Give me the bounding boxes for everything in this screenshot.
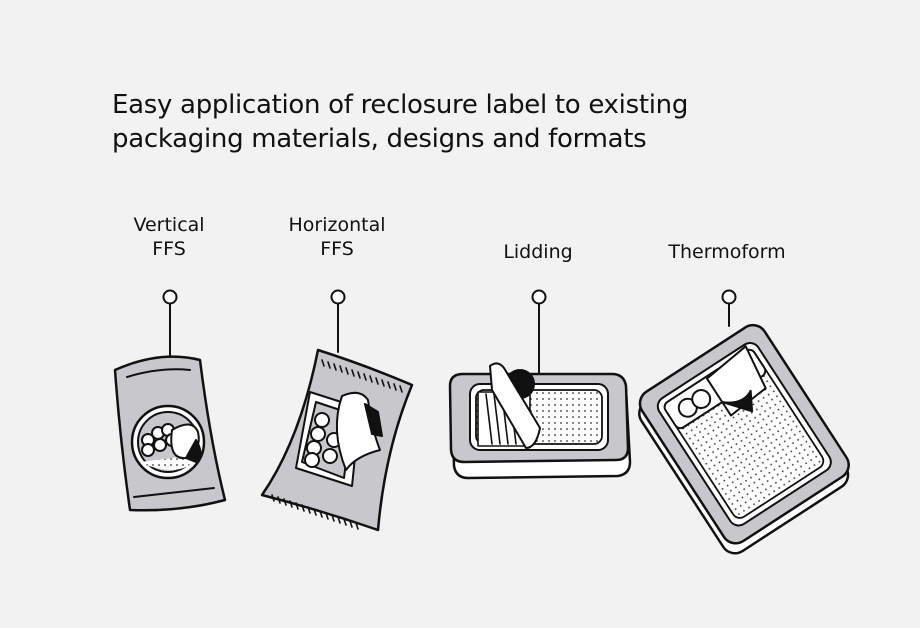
label-horizontal-ffs: Horizontal FFS — [288, 213, 385, 261]
vertical-ffs-pouch-icon — [113, 355, 227, 512]
label-lidding: Lidding — [503, 240, 572, 264]
pin-icon — [162, 289, 178, 357]
lidding-tray-icon — [448, 362, 632, 480]
label-line: Lidding — [503, 241, 573, 263]
label-vertical-ffs: Vertical FFS — [133, 213, 204, 261]
headline: Easy application of reclosure label to e… — [112, 88, 688, 156]
label-line: FFS — [152, 238, 186, 260]
thermoform-tray-icon — [638, 323, 850, 555]
pin-icon — [330, 289, 346, 353]
label-thermoform: Thermoform — [668, 240, 785, 264]
pin-icon — [531, 289, 547, 376]
headline-line-1: Easy application of reclosure label to e… — [112, 90, 689, 120]
pin-icon — [721, 289, 737, 327]
label-line: Vertical — [133, 214, 205, 236]
label-line: Horizontal — [288, 214, 386, 236]
headline-line-2: packaging materials, designs and formats — [112, 124, 647, 154]
label-line: Thermoform — [668, 241, 786, 263]
label-line: FFS — [320, 238, 354, 260]
horizontal-ffs-pouch-icon — [260, 348, 414, 532]
